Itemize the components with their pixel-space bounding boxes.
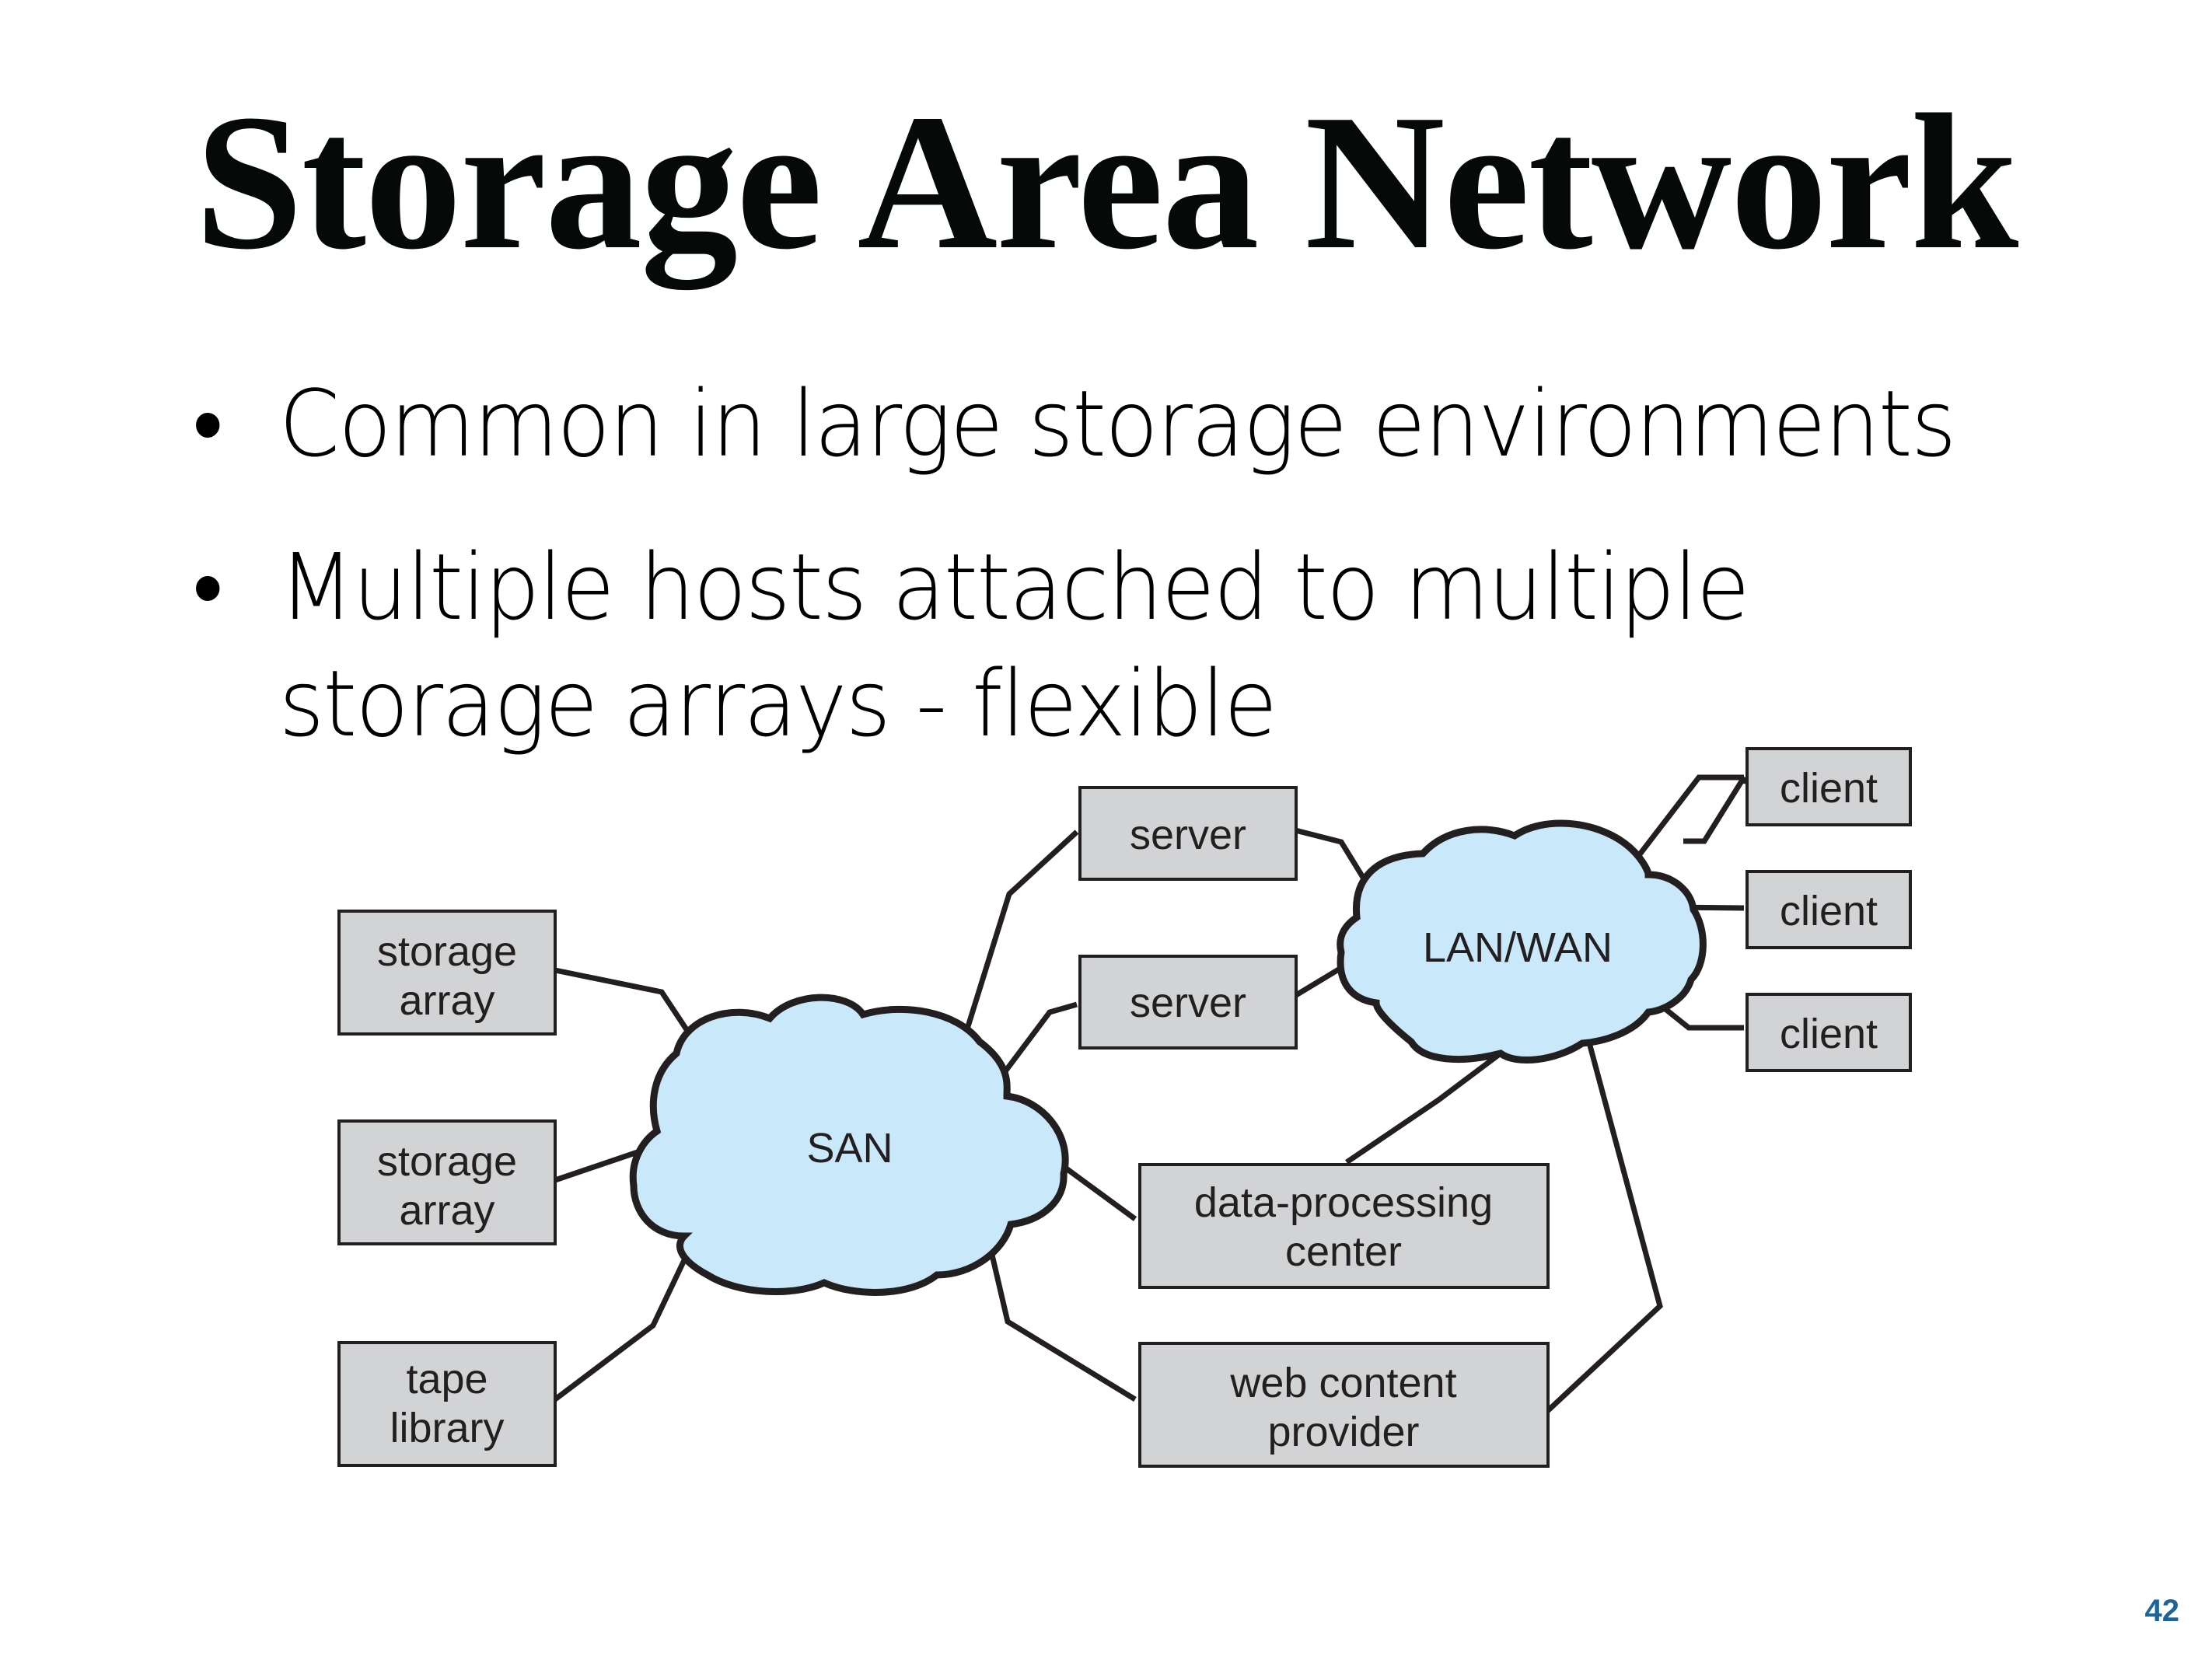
storage-array-node: storage array bbox=[337, 1119, 557, 1245]
san-cloud: SAN bbox=[629, 994, 1069, 1296]
wire-storage-array-1-san bbox=[554, 967, 702, 1051]
bullet-item: • Multiple hosts attached to multiple st… bbox=[187, 529, 2033, 762]
node-label: client bbox=[1780, 1011, 1878, 1057]
node-box bbox=[1138, 1342, 1550, 1468]
cloud-icon bbox=[629, 994, 1069, 1296]
node-label: client bbox=[1780, 765, 1878, 812]
cloud-label-san: SAN bbox=[806, 1125, 893, 1172]
wire-lanwan-client-1 bbox=[1683, 776, 1747, 844]
wire-tape-library-san bbox=[553, 1242, 695, 1402]
bullet-text: Multiple hosts attached to multiple stor… bbox=[278, 533, 1750, 757]
wire-server-1-lanwan bbox=[1291, 826, 1371, 888]
node-label: server bbox=[1130, 980, 1246, 1026]
wire-san-server-1 bbox=[963, 830, 1079, 1036]
tape-library-node: tape library bbox=[337, 1341, 557, 1467]
node-label-line-2: array bbox=[399, 977, 494, 1024]
page-number: 42 bbox=[2144, 1594, 2180, 1628]
node-box bbox=[1745, 870, 1912, 949]
node-box bbox=[1745, 747, 1912, 826]
node-label-line-2: library bbox=[390, 1405, 504, 1451]
node-box bbox=[1745, 993, 1912, 1072]
server-node: server bbox=[1078, 786, 1298, 881]
node-box bbox=[337, 1119, 557, 1245]
client-node: client bbox=[1745, 747, 1912, 826]
node-label-line-1: storage bbox=[377, 928, 517, 975]
node-label: server bbox=[1130, 812, 1246, 858]
slide-title: Storage Area Network bbox=[194, 75, 2019, 290]
wire-san-data-processing bbox=[1063, 1165, 1137, 1221]
wire-lanwan-web-content bbox=[1541, 1045, 1663, 1417]
bullet-marker: • bbox=[192, 370, 223, 477]
cloud-icon bbox=[1337, 819, 1707, 1064]
node-box bbox=[1078, 786, 1298, 881]
node-label-line-2: provider bbox=[1267, 1409, 1419, 1455]
web-content-provider-node: web content provider bbox=[1138, 1342, 1550, 1468]
node-box bbox=[337, 1341, 557, 1467]
client-node: client bbox=[1745, 870, 1912, 949]
node-label-line-1: tape bbox=[406, 1356, 487, 1402]
client-node: client bbox=[1745, 993, 1912, 1072]
bullet-text: Common in large storage environments bbox=[278, 370, 1957, 477]
node-label: client bbox=[1780, 888, 1878, 934]
server-node: server bbox=[1078, 955, 1298, 1050]
node-label-line-1: data-processing bbox=[1194, 1179, 1493, 1226]
bullet-marker: • bbox=[192, 533, 223, 641]
wire-san-server-2 bbox=[1001, 1001, 1078, 1077]
wire-server-2-lanwan bbox=[1291, 966, 1343, 1000]
storage-array-node: storage array bbox=[337, 910, 557, 1036]
wire-lanwan-client-3 bbox=[1655, 1001, 1744, 1031]
node-box bbox=[337, 910, 557, 1036]
wire-san-web-content bbox=[988, 1251, 1137, 1402]
lanwan-cloud: LAN/WAN bbox=[1337, 819, 1707, 1064]
node-box bbox=[1078, 955, 1298, 1050]
node-label-line-1: web content bbox=[1229, 1360, 1456, 1406]
wire-lanwan-client-1b bbox=[1632, 774, 1744, 864]
wire-storage-array-2-san bbox=[554, 1149, 639, 1183]
node-label-line-2: array bbox=[399, 1187, 494, 1234]
bullet-list: • Common in large storage environments •… bbox=[187, 365, 2130, 809]
bullet-item: • Common in large storage environments bbox=[187, 365, 2033, 482]
wire-lanwan-data-processing bbox=[1345, 1051, 1503, 1165]
node-box bbox=[1138, 1163, 1550, 1289]
data-processing-center-node: data-processing center bbox=[1138, 1163, 1550, 1289]
node-label-line-1: storage bbox=[377, 1138, 517, 1185]
connections bbox=[553, 774, 1747, 1417]
node-label-line-2: center bbox=[1285, 1228, 1402, 1275]
cloud-label-lanwan: LAN/WAN bbox=[1423, 924, 1613, 971]
